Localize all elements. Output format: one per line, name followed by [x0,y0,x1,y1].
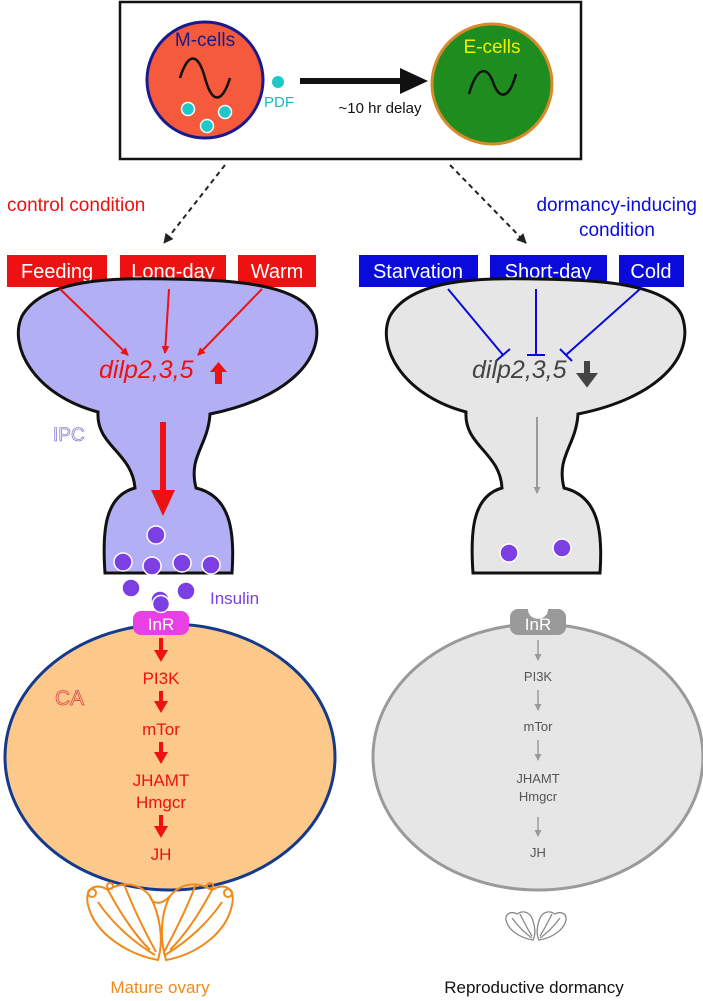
long-day-arrow [161,288,170,354]
warm-label: Warm [251,261,304,283]
clock-panel: M-cells PDF ~10 hr delay E-cells [118,0,583,161]
warm-box [238,255,316,287]
insulin-dot [499,543,519,563]
cold-label: Cold [630,261,671,283]
e-cells-circle [430,22,554,146]
mature-ovary-icon [86,882,234,962]
inr-receptor-left [133,611,189,635]
mtor-label-right: mTor [524,719,554,734]
insulin-dot [113,552,133,572]
dormant-ovary-icon [505,911,567,941]
hmgcr-label-right: Hmgcr [519,789,558,804]
up-arrow-icon [210,362,227,384]
pdf-granule [199,118,215,134]
dilp-label-left: dilp2,3,5 [99,356,194,384]
e-cells-label: E-cells [463,37,520,58]
starvation-label: Starvation [373,261,463,283]
insulin-dot [201,555,221,575]
insulin-dot [142,556,162,576]
m-cells-label: M-cells [175,30,235,51]
ca-label: CA [55,687,84,710]
m-cells-oscillation-icon [178,57,232,99]
insulin-label: Insulin [210,589,259,608]
control-condition-label: control condition [7,195,145,216]
pathway-right: PI3K mTor JHAMT Hmgcr JH [516,640,560,860]
pathway-left: PI3K mTor JHAMT Hmgcr JH [133,638,190,864]
inhibition-lines [447,288,641,362]
dormancy-condition-label-1: dormancy-inducing [536,195,697,216]
insulin-dot [121,578,141,598]
dashed-arrow-right [449,164,527,244]
mtor-label-left: mTor [142,720,180,739]
delay-label: ~10 hr delay [339,100,422,117]
ipc-cell-right [384,277,687,575]
pdf-granule [180,101,196,117]
hmgcr-label-left: Hmgcr [136,793,186,812]
e-cells-oscillation-icon [467,70,518,96]
insulin-dot [146,525,166,545]
insulin-granules-right [499,538,572,563]
down-arrow-icon [576,361,598,388]
pi3k-label-left: PI3K [143,669,181,688]
mature-ovary-label: Mature ovary [110,978,210,997]
pdf-dot [272,76,284,88]
inr-label-left: InR [148,615,174,634]
feeding-label: Feeding [21,261,93,283]
inr-receptor-right [510,609,566,635]
pdf-granule [217,104,233,120]
dilp-label-right: dilp2,3,5 [472,356,567,384]
left-inputs: Feeding Long-day Warm [7,255,316,287]
cold-box [619,255,684,287]
inr-label-right: InR [525,615,551,634]
dormancy-condition-label-2: condition [579,220,655,241]
insulin-dot [172,553,192,573]
jhamt-label-right: JHAMT [516,771,559,786]
pi3k-label-right: PI3K [524,669,553,684]
jh-label-left: JH [151,845,172,864]
jh-label-right: JH [530,845,546,860]
feeding-arrow [59,288,129,356]
insulin-dot [552,538,572,558]
ipc-label: IPC [53,425,85,446]
jhamt-label-left: JHAMT [133,771,190,790]
dashed-arrow-left [163,164,226,244]
ipc-cell-left [16,277,319,575]
reproductive-dormancy-label: Reproductive dormancy [444,978,624,997]
insulin-dot [176,581,196,601]
warm-arrow [197,288,263,356]
pdf-label: PDF [264,94,294,111]
